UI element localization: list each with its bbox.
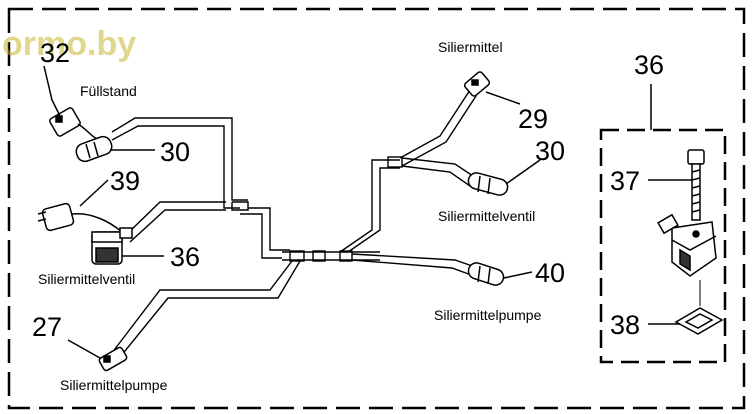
callout-30-right: 30 [535,136,565,166]
connector-40 [467,262,505,286]
label-fuellstand: Füllstand [80,83,137,99]
label-siliermittel: Siliermittel [438,39,503,55]
callout-32: 32 [40,38,70,68]
detail-dashed-box [599,128,727,364]
watermark: ormo.by [2,25,136,63]
callout-30-left: 30 [160,137,190,167]
label-siliermittelpumpe-right: Siliermittelpumpe [434,307,542,323]
outer-dashed-frame [7,7,746,410]
connector-30-right [467,172,509,196]
label-siliermittelventil-right: Siliermittelventil [438,208,535,224]
connector-30-left [75,135,113,163]
callout-27: 27 [32,312,62,342]
callout-29: 29 [518,104,548,134]
callout-36-detail: 36 [634,50,664,80]
label-siliermittelpumpe-left: Siliermittelpumpe [60,377,168,393]
plug-39 [37,202,123,233]
leader-lines [43,65,541,359]
gasket-38 [674,280,724,335]
callout-39: 39 [110,166,140,196]
connector-27 [98,346,128,372]
label-siliermittelventil-left: Siliermittelventil [38,271,135,287]
fuellstand-sensor [49,107,101,141]
valve-36-left [91,227,133,265]
callout-37: 37 [610,166,640,196]
harness-trunk [107,89,479,363]
connector-29 [463,71,491,97]
valve-36-detail [657,213,717,277]
callout-36-left: 36 [170,242,200,272]
callout-38: 38 [610,310,640,340]
detail-leader-lines [648,179,692,325]
callout-40: 40 [535,258,565,288]
bolt-37 [687,149,705,221]
